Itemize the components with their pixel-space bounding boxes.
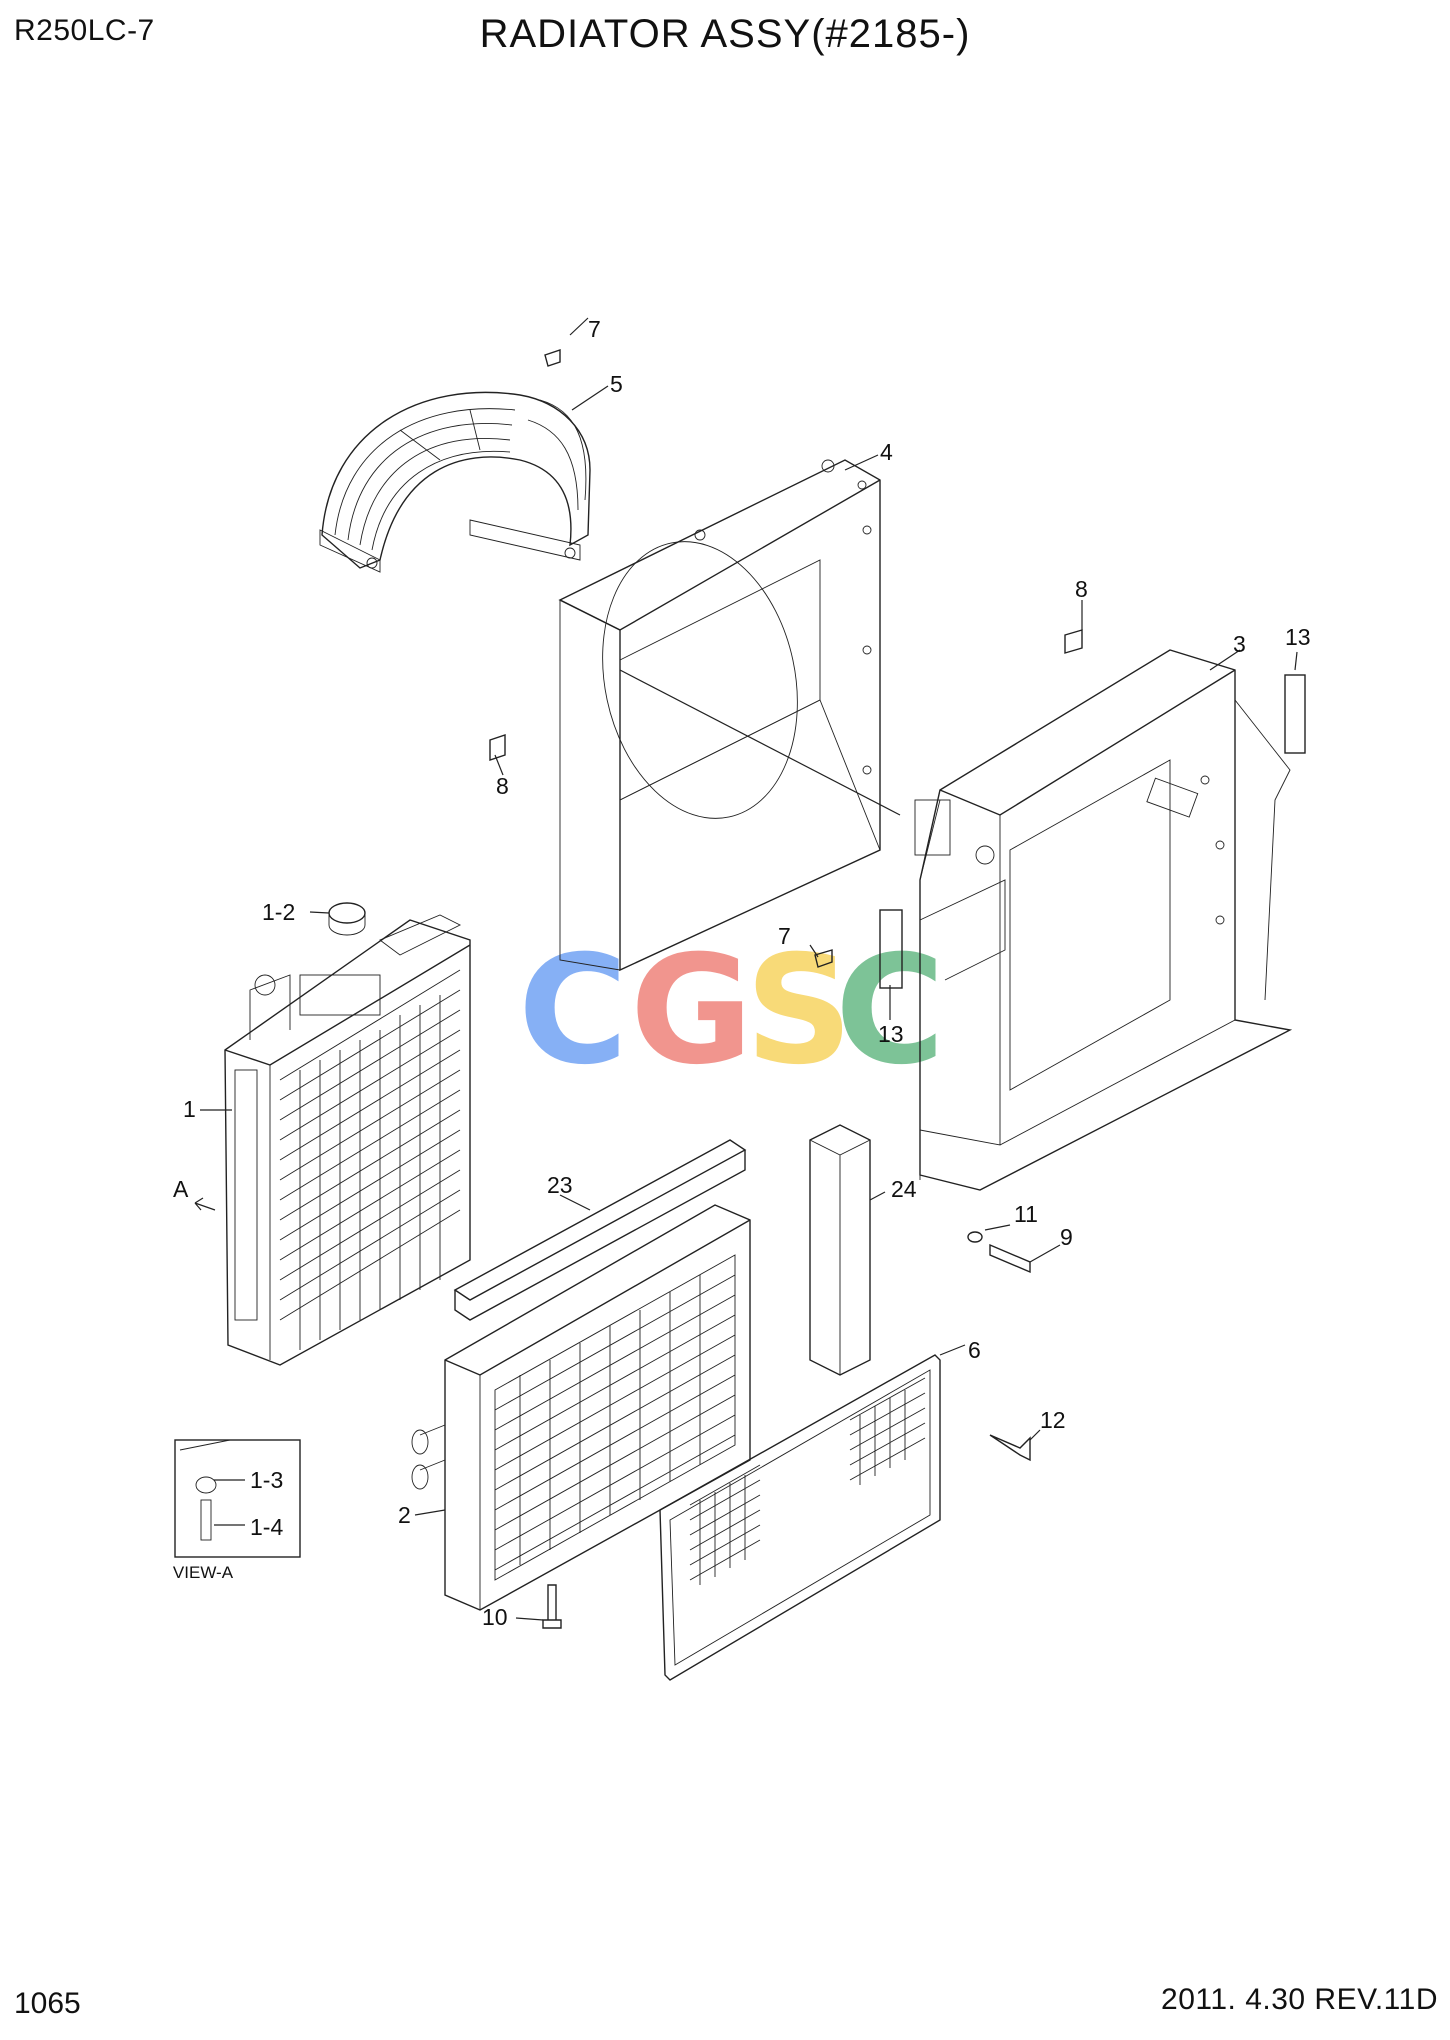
callout-3: 3 bbox=[1233, 631, 1246, 657]
rubber-pad-part-13b bbox=[879, 909, 903, 989]
revision-date: 2011. 4.30 REV.11D bbox=[1161, 1983, 1438, 2016]
bolt-part-7-top bbox=[544, 349, 561, 367]
screen-mesh-left bbox=[689, 1464, 761, 1585]
watermark-letter-s: S bbox=[745, 924, 853, 1098]
washer-part-11 bbox=[967, 1231, 983, 1243]
callout-4: 4 bbox=[880, 439, 893, 465]
callout-12: 12 bbox=[1040, 1407, 1066, 1433]
bolt-part-8-right bbox=[1064, 629, 1083, 654]
callout-1-2: 1-2 bbox=[262, 899, 295, 925]
watermark-letter-g: G bbox=[630, 924, 753, 1098]
callout-13-right: 13 bbox=[1285, 624, 1311, 650]
callout-10: 10 bbox=[482, 1604, 508, 1630]
bolt-part-10 bbox=[542, 1584, 562, 1629]
leader-lines bbox=[200, 317, 1298, 1621]
page-number: 1065 bbox=[14, 1987, 81, 2020]
callout-6: 6 bbox=[968, 1337, 981, 1363]
callout-5: 5 bbox=[610, 371, 623, 397]
radiator-part-1 bbox=[224, 914, 471, 1366]
view-a-inset: VIEW-A bbox=[173, 1439, 301, 1582]
radiator-frame-part-3 bbox=[914, 649, 1293, 1191]
page-title: RADIATOR ASSY(#2185-) bbox=[479, 12, 971, 56]
net-screen-part-6 bbox=[659, 1354, 941, 1681]
bolt-part-8-left bbox=[489, 734, 506, 761]
callout-9: 9 bbox=[1060, 1224, 1073, 1250]
view-a-label: VIEW-A bbox=[173, 1563, 234, 1582]
callout-2: 2 bbox=[398, 1502, 411, 1528]
callouts: 7 5 4 8 3 13 8 1-2 7 13 1 A 23 24 11 9 6… bbox=[173, 316, 1311, 1630]
watermark: C G S C bbox=[518, 924, 945, 1098]
callout-1-4: 1-4 bbox=[250, 1514, 283, 1540]
view-arrow-icon bbox=[194, 1197, 216, 1211]
oil-cooler-core bbox=[494, 1274, 736, 1571]
screen-mesh-right bbox=[849, 1377, 926, 1485]
rubber-pad-part-13a bbox=[1284, 674, 1306, 754]
callout-11: 11 bbox=[1014, 1201, 1038, 1227]
bolt-part-7-mid bbox=[814, 949, 833, 968]
seal-block-part-24 bbox=[809, 1124, 871, 1376]
callout-1: 1 bbox=[183, 1096, 196, 1122]
callout-13-mid: 13 bbox=[878, 1021, 904, 1047]
fan-guard-part-5 bbox=[319, 391, 591, 573]
radiator-core bbox=[279, 969, 461, 1350]
callout-8-left: 8 bbox=[496, 773, 509, 799]
watermark-letter-c1: C bbox=[518, 924, 628, 1098]
callout-a: A bbox=[173, 1176, 189, 1202]
callout-8-right: 8 bbox=[1075, 576, 1088, 602]
oil-cooler-part-2 bbox=[411, 1204, 751, 1611]
radiator-cap-part-1-2 bbox=[328, 902, 366, 936]
fan-shroud-part-4 bbox=[558, 459, 901, 972]
callout-24: 24 bbox=[891, 1176, 917, 1202]
bolt-part-9 bbox=[989, 1243, 1031, 1274]
callout-23: 23 bbox=[547, 1172, 573, 1198]
callout-7-mid: 7 bbox=[778, 923, 791, 949]
seal-strip-part-23 bbox=[453, 1139, 747, 1321]
model-code: R250LC-7 bbox=[14, 14, 155, 47]
callout-1-3: 1-3 bbox=[250, 1467, 283, 1493]
callout-7-top: 7 bbox=[588, 316, 601, 342]
wing-bolt-part-12 bbox=[989, 1434, 1031, 1462]
